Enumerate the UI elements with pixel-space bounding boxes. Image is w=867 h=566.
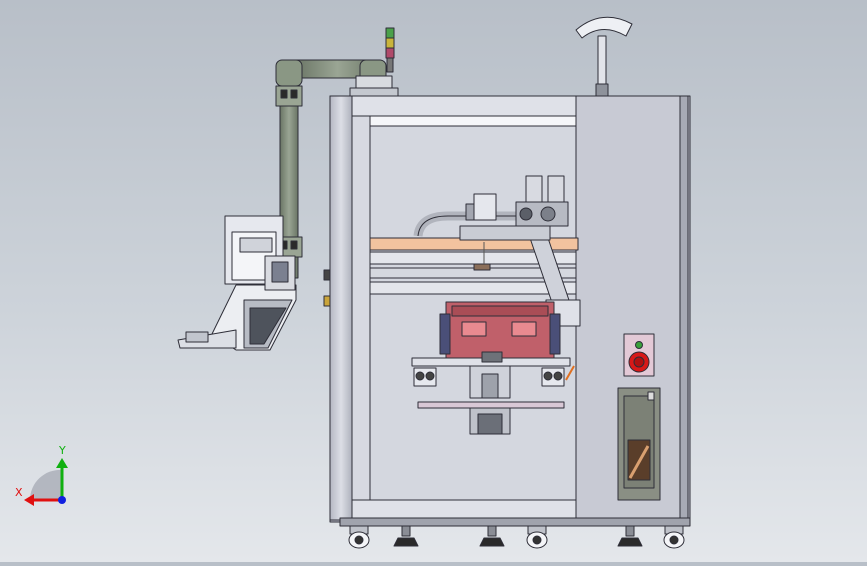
ring-light — [575, 16, 633, 39]
head-module-a — [473, 193, 497, 221]
leveling-foot-icon — [617, 525, 643, 547]
carriage — [459, 225, 551, 241]
y-axis-label: Y — [58, 444, 66, 457]
side-port-1 — [323, 269, 331, 281]
head-module-c — [547, 175, 565, 205]
work-fixture — [411, 301, 575, 435]
caster-wheel-icon — [663, 525, 685, 549]
control-panel — [617, 333, 661, 501]
caster-wheel-icon — [526, 525, 548, 549]
leveling-foot-icon — [393, 525, 419, 547]
coordinate-triad: X Y — [15, 444, 68, 506]
warning-label-icon — [627, 439, 651, 481]
left-inner-pillar — [351, 95, 371, 521]
side-port-2 — [323, 295, 331, 307]
suspension-arm — [275, 27, 399, 279]
gantry-beam-lower — [369, 281, 577, 295]
caster-wheel-icon — [348, 525, 370, 549]
gantry-beam-upper — [369, 251, 577, 265]
arm-elbow-joint — [275, 59, 303, 87]
top-light-stand — [575, 16, 633, 97]
leveling-foot-icon — [479, 525, 505, 547]
arm-clamp-upper — [275, 85, 303, 107]
base-plate — [417, 401, 565, 409]
frame-plinth — [339, 517, 691, 527]
power-indicator — [635, 341, 643, 349]
head-module-b — [525, 175, 543, 205]
casters — [348, 525, 685, 549]
gantry-assembly — [369, 175, 581, 327]
signal-tower-icon — [385, 27, 395, 73]
x-axis-label: X — [15, 486, 23, 499]
emergency-stop-icon[interactable] — [628, 351, 650, 373]
pendant-control-box — [177, 215, 297, 351]
top-rail — [351, 95, 579, 117]
bottom-rail — [351, 499, 579, 521]
left-outer-pillar — [329, 95, 353, 521]
